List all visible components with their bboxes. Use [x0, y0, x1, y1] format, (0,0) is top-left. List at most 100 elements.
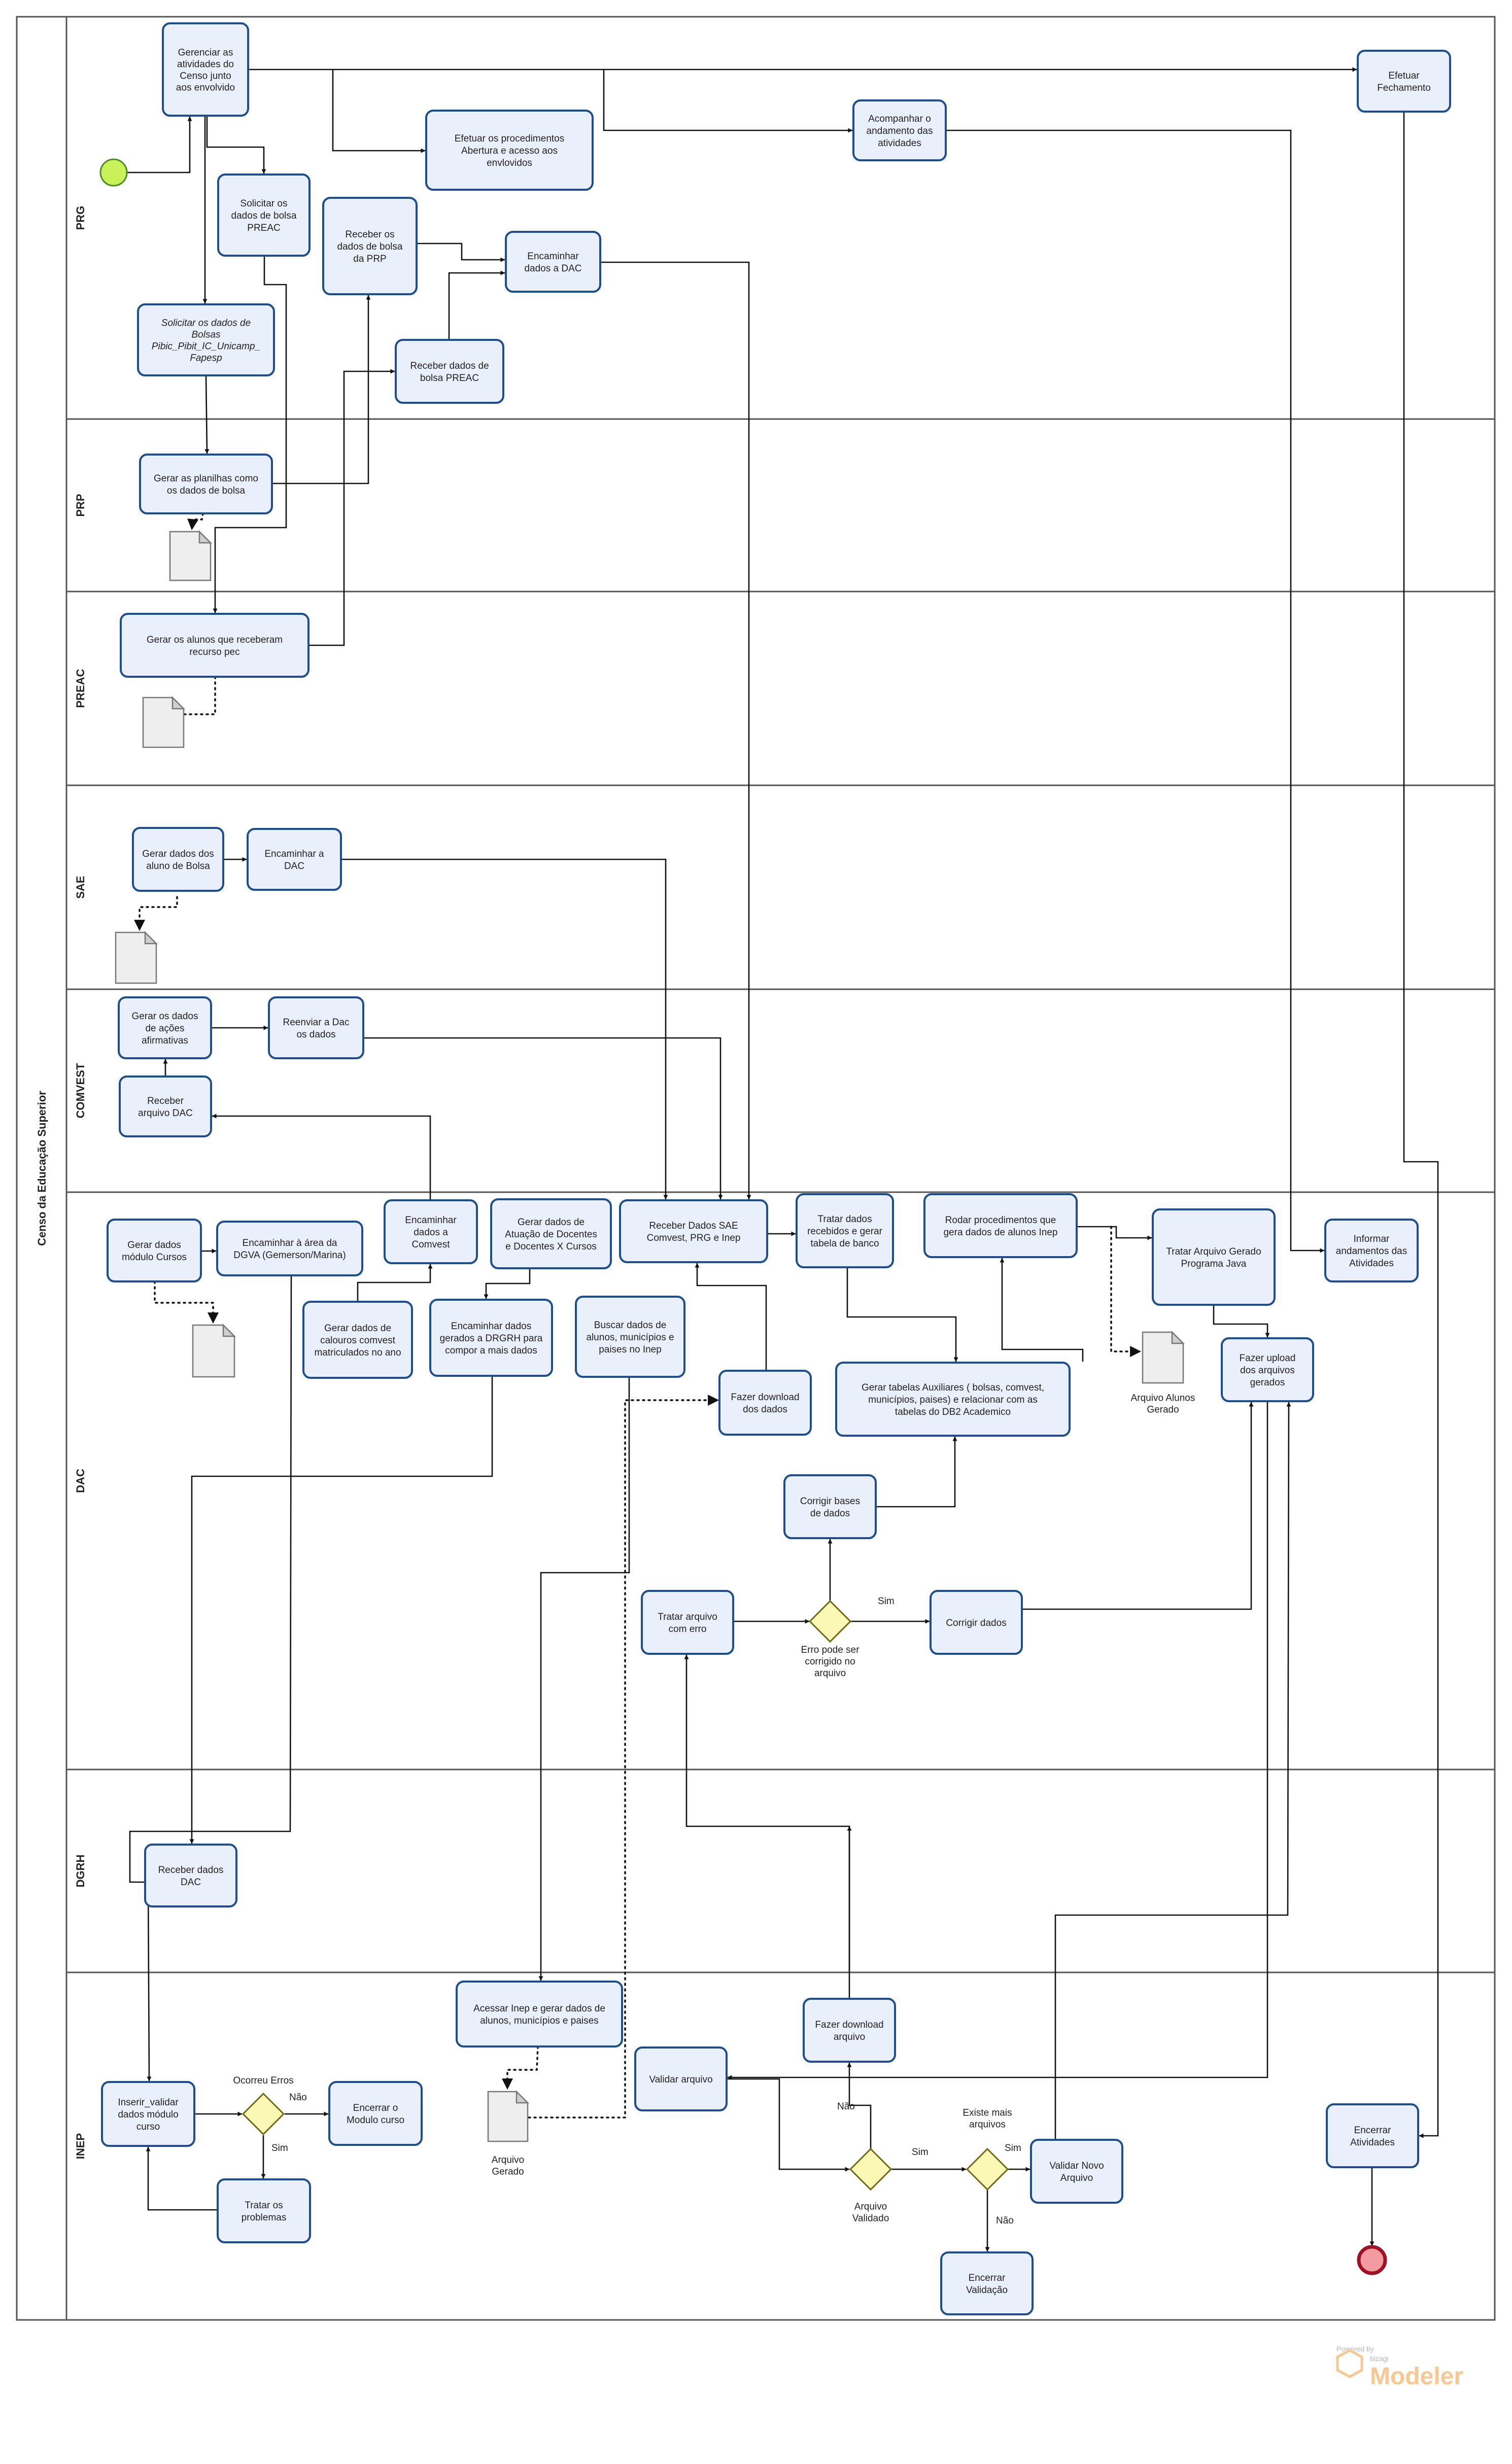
start-event[interactable]	[99, 158, 128, 187]
task-box[interactable]	[247, 828, 342, 891]
task-box[interactable]	[107, 1219, 202, 1282]
task-box[interactable]	[425, 110, 594, 191]
gateway-diamond[interactable]	[966, 2147, 1009, 2191]
task-box[interactable]	[268, 996, 364, 1059]
task-box[interactable]	[1152, 1208, 1276, 1306]
end-event[interactable]	[1357, 2245, 1387, 2275]
task-box[interactable]	[162, 22, 249, 117]
task-box[interactable]	[619, 1199, 768, 1263]
task-box[interactable]	[796, 1193, 894, 1268]
task-box[interactable]	[137, 303, 275, 376]
task-box[interactable]	[783, 1474, 877, 1539]
task-box[interactable]	[456, 1981, 623, 2047]
sequence-flow	[1000, 1258, 1084, 1362]
task-box[interactable]	[575, 1296, 685, 1378]
task-box[interactable]	[641, 1590, 734, 1655]
task-box[interactable]	[118, 996, 212, 1059]
gateway-diamond[interactable]	[849, 2147, 892, 2191]
task-box[interactable]	[923, 1193, 1078, 1258]
task-box[interactable]	[1221, 1337, 1314, 1402]
task-box[interactable]	[1030, 2139, 1123, 2204]
task-box[interactable]	[718, 1370, 812, 1436]
task-box[interactable]	[803, 1998, 896, 2063]
task-box[interactable]	[429, 1299, 553, 1377]
task-box[interactable]	[132, 827, 224, 892]
task-box[interactable]	[940, 2251, 1034, 2315]
task-box[interactable]	[1324, 1219, 1419, 1282]
task-box[interactable]	[328, 2081, 423, 2146]
gateway-diamond[interactable]	[808, 1600, 852, 1643]
task-box[interactable]	[1326, 2103, 1419, 2168]
task-box[interactable]	[490, 1198, 612, 1269]
task-box[interactable]	[217, 2178, 311, 2243]
task-box[interactable]	[852, 99, 947, 161]
gateway-diamond[interactable]	[242, 2092, 285, 2136]
task-box[interactable]	[835, 1362, 1071, 1437]
gateway-2[interactable]: Ocorreu Erros	[233, 2075, 294, 2136]
task-box[interactable]	[119, 1075, 212, 1137]
task-box[interactable]	[1357, 50, 1451, 113]
task-34[interactable]: Corrigir dados	[930, 1590, 1023, 1655]
task-box[interactable]	[120, 613, 310, 678]
task-box[interactable]	[144, 1844, 237, 1907]
task-box[interactable]	[216, 1221, 363, 1276]
task-38[interactable]: Validar arquivo	[634, 2046, 728, 2111]
task-box[interactable]	[634, 2046, 728, 2111]
task-box[interactable]	[217, 173, 311, 257]
task-box[interactable]	[139, 454, 273, 514]
task-box[interactable]	[505, 231, 601, 293]
task-30[interactable]: Gerar tabelas Auxiliares ( bolsas, comve…	[835, 1362, 1071, 1437]
task-box[interactable]	[930, 1590, 1023, 1655]
task-box[interactable]	[302, 1301, 413, 1379]
task-box[interactable]	[395, 339, 504, 404]
task-box[interactable]	[322, 197, 418, 295]
task-box[interactable]	[384, 1199, 478, 1264]
task-box[interactable]	[101, 2081, 195, 2147]
